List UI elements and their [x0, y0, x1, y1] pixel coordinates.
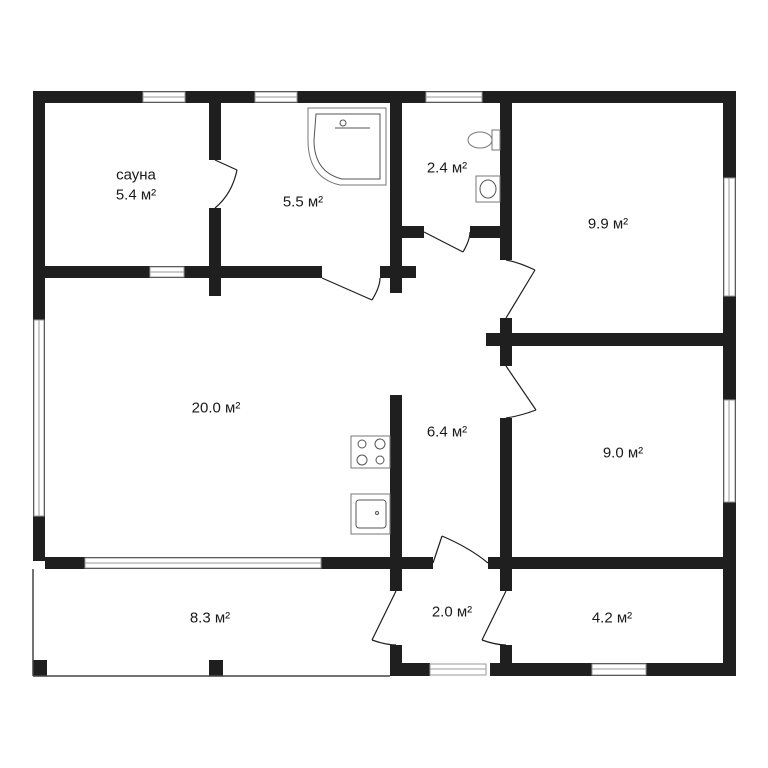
- room-area-vestibule: 2.0 м²: [431, 603, 473, 621]
- wall-bath-toilet: [390, 103, 402, 293]
- room-area-terrace: 8.3 м²: [189, 609, 231, 627]
- room-area-bathroom: 5.5 м²: [282, 193, 324, 211]
- window-vestibule-bottom: [429, 663, 487, 676]
- door-storage: [481, 590, 507, 646]
- interior-walls: [45, 103, 726, 667]
- window-sauna-bottom: [149, 266, 185, 278]
- room-area-bedroom-mid-right: 9.0 м²: [602, 444, 644, 462]
- door-vestibule-left: [371, 590, 397, 646]
- door-bedroom-top: [505, 259, 536, 319]
- window-living-bottom: [84, 557, 322, 569]
- window-toilet-top: [425, 91, 483, 103]
- doors: [214, 159, 537, 646]
- wall-toilet-right: [500, 103, 512, 260]
- toilet-icon: [467, 129, 501, 151]
- wall-kitchen-hall: [390, 395, 402, 590]
- room-area-sauna: 5.4 м²: [115, 186, 157, 203]
- wall-vestibule-left-lower: [390, 645, 402, 667]
- stove-icon: [350, 435, 391, 469]
- door-toilet: [423, 231, 471, 253]
- door-vestibule-top: [432, 535, 489, 564]
- wall-vestibule-left: [390, 569, 402, 591]
- wall-vestibule-right-lower: [500, 645, 512, 667]
- door-bathroom: [321, 277, 381, 301]
- wall-sauna-bath-lower: [209, 208, 221, 296]
- window-bedroom-mid-right: [723, 399, 736, 503]
- door-sauna: [214, 159, 238, 209]
- fixtures: [307, 107, 501, 535]
- wall-toilet-bottom-left: [402, 226, 424, 238]
- window-bedroom-top-right: [723, 177, 736, 297]
- wall-hall-right-lower: [500, 418, 512, 588]
- post-bottom-left: [33, 660, 47, 676]
- wall-bedrooms-divider: [486, 333, 726, 346]
- post-bottom-center: [209, 660, 223, 676]
- door-bedroom-mid: [505, 365, 537, 419]
- washbasin-icon: [475, 175, 501, 203]
- wall-vestibule-right: [500, 569, 512, 591]
- window-sauna-top: [142, 91, 186, 103]
- wall-top: [33, 91, 736, 103]
- wall-row3-top-right: [488, 557, 726, 569]
- room-label-sauna: сауна 5.4 м²: [116, 166, 156, 205]
- shower-tray-icon: [307, 107, 387, 186]
- room-area-toilet: 2.4 м²: [426, 159, 468, 177]
- windows: [33, 91, 736, 676]
- kitchen-sink-icon: [350, 493, 391, 535]
- room-name-sauna: сауна: [116, 166, 156, 184]
- wall-sauna-bath: [209, 103, 221, 160]
- window-storage-bottom: [591, 663, 647, 676]
- window-living-left: [33, 319, 45, 517]
- room-area-bedroom-top-right: 9.9 м²: [587, 215, 629, 233]
- room-area-storage: 4.2 м²: [591, 609, 633, 627]
- window-bath-top: [254, 91, 298, 103]
- terrace-outline: [32, 569, 390, 677]
- room-area-hallway: 6.4 м²: [426, 423, 468, 441]
- room-area-living-kitchen: 20.0 м²: [191, 399, 241, 417]
